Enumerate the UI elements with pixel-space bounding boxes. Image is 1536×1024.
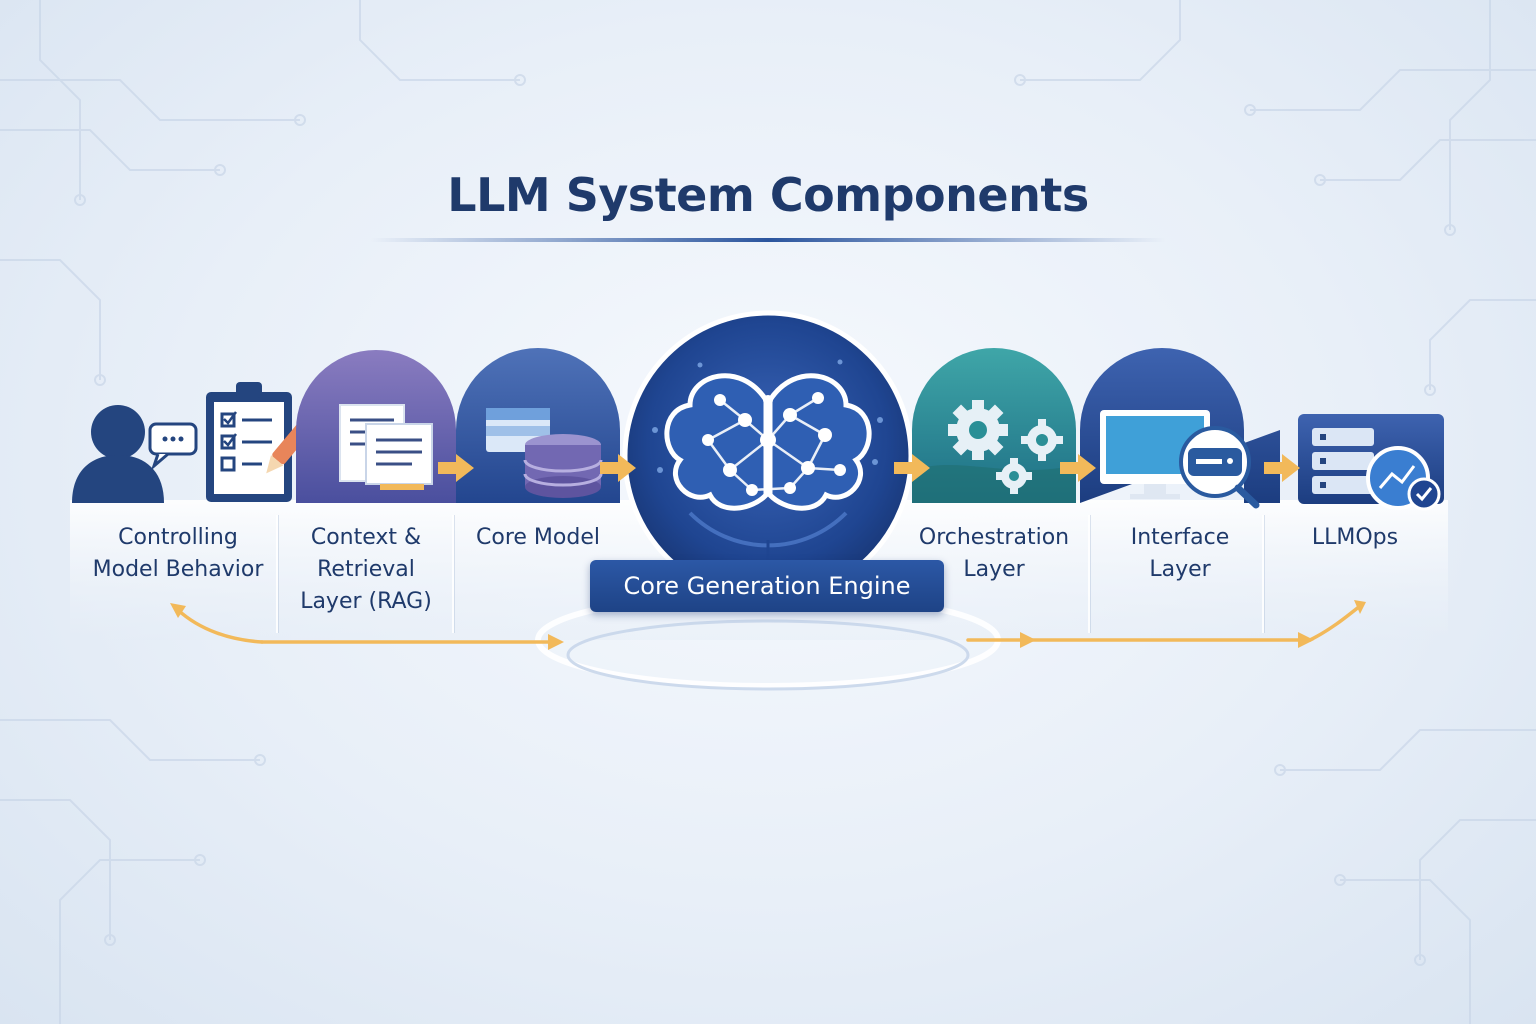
component-label-orchestration: Orchestration Layer xyxy=(918,525,1070,582)
flow-arrow xyxy=(894,454,930,482)
panel-divider xyxy=(276,515,278,633)
user-checklist-icon xyxy=(72,382,326,503)
gears-icon xyxy=(912,348,1076,503)
component-label-interface: Interface Layer xyxy=(1130,525,1230,582)
brain-network-icon xyxy=(535,310,1001,691)
component-label-controlling: Controlling Model Behavior xyxy=(92,525,264,582)
flow-arrowhead xyxy=(1298,632,1314,648)
monitor-chat-icon xyxy=(1080,348,1280,509)
flow-arrow xyxy=(1264,454,1300,482)
component-label-context-retrieval: Context & Retrieval Layer (RAG) xyxy=(300,525,432,614)
flow-arrow xyxy=(438,454,474,482)
core-generation-engine-badge: Core Generation Engine xyxy=(590,560,944,612)
diagram-title: LLM System Components xyxy=(447,168,1089,222)
flow-arrowhead xyxy=(1354,600,1366,614)
component-label-llmops: LLMOps xyxy=(1311,525,1399,550)
panel-divider xyxy=(1088,515,1090,633)
flow-arrowhead xyxy=(548,634,564,650)
component-label-core-model: Core Model xyxy=(476,525,600,550)
panel-divider xyxy=(452,515,454,633)
flow-line xyxy=(176,608,264,644)
database-icon xyxy=(456,348,620,503)
flow-arrowhead xyxy=(170,603,186,618)
flow-arrow xyxy=(600,454,636,482)
flow-arrow xyxy=(1060,454,1096,482)
server-monitoring-icon xyxy=(1298,414,1444,511)
flow-arrowhead xyxy=(1020,632,1036,648)
panel-divider xyxy=(1262,515,1264,633)
documents-icon xyxy=(296,350,456,503)
flow-line xyxy=(1308,604,1362,642)
title-underline xyxy=(370,238,1166,242)
